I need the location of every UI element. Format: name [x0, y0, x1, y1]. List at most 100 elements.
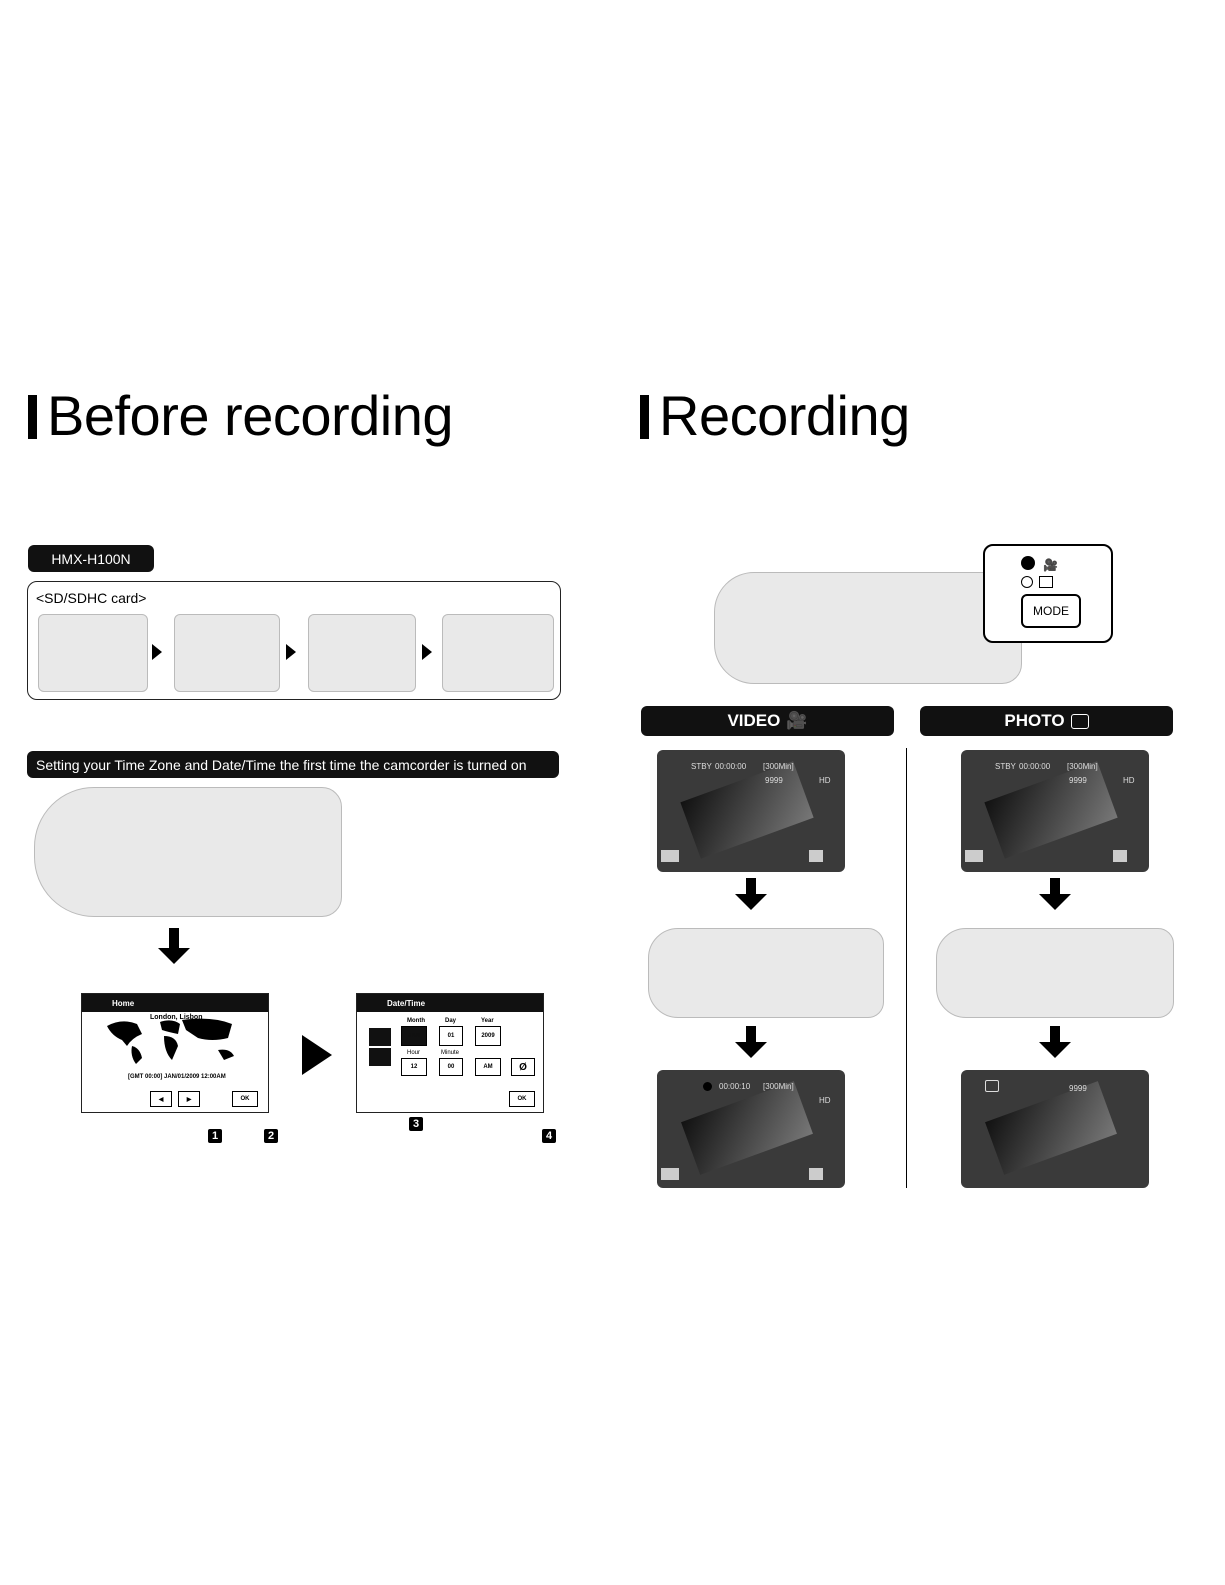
play-icon[interactable]: [965, 850, 983, 862]
year-field[interactable]: 2009: [475, 1026, 501, 1046]
arrow-down-icon: [1039, 878, 1071, 910]
prev-zone-button[interactable]: ◀: [150, 1091, 172, 1107]
label-year: Year: [481, 1018, 494, 1024]
sd-card-label: <SD/SDHC card>: [36, 590, 147, 606]
video-standby-screen: STBY 00:00:00 [300Min] 9999 HD: [657, 750, 845, 872]
photo-standby-screen: STBY 00:00:00 [300Min] 9999 HD: [961, 750, 1149, 872]
sd-card-box: <SD/SDHC card>: [27, 581, 561, 700]
arrow-right-icon: [152, 644, 162, 660]
world-map: [102, 1016, 248, 1066]
mode-panel: 🎥 MODE: [983, 544, 1113, 643]
arrow-down-icon: [1039, 1026, 1071, 1058]
record-dot-icon: [703, 1082, 712, 1091]
home-dialog: Home London, Lisbon [GMT 00:00] JAN/01/2…: [81, 993, 269, 1113]
quality-hd: HD: [1123, 776, 1135, 785]
next-zone-button[interactable]: ▶: [178, 1091, 200, 1107]
status-stby: STBY: [691, 762, 712, 771]
sd-step1-illustration: [38, 614, 148, 692]
datetime-dialog-title: Date/Time: [387, 998, 426, 1008]
model-badge: HMX-H100N: [28, 545, 154, 572]
bird-photo: [985, 1081, 1117, 1175]
timecode: 00:00:00: [715, 762, 747, 771]
title-bar-mark: [28, 395, 37, 439]
down-arrow-button[interactable]: [369, 1048, 391, 1066]
play-icon[interactable]: [661, 850, 679, 862]
home-city: London, Lisbon: [150, 1014, 203, 1021]
label-day: Day: [445, 1018, 457, 1024]
menu-icon[interactable]: [1113, 850, 1127, 862]
month-field[interactable]: JAN: [401, 1026, 427, 1046]
video-recording-screen: 00:00:10 [300Min] HD: [657, 1070, 845, 1188]
before-recording-title: Before recording: [28, 388, 454, 444]
remaining-time: [300Min]: [1067, 762, 1098, 771]
timecode: 00:00:00: [1019, 762, 1051, 771]
title-bar-mark: [640, 395, 649, 439]
sd-step4-illustration: [442, 614, 554, 692]
mode-indicator-off-icon: [1021, 576, 1033, 588]
arrow-right-icon: [302, 1035, 332, 1075]
time-zone-banner: Setting your Time Zone and Date/Time the…: [27, 751, 559, 778]
photo-header: PHOTO: [920, 706, 1173, 736]
home-ok-button[interactable]: OK: [232, 1091, 258, 1107]
arrow-down-icon: [735, 1026, 767, 1058]
camcorder-open-lcd-illustration: [34, 787, 342, 917]
status-stby: STBY: [995, 762, 1016, 771]
hour-field[interactable]: 12: [401, 1058, 427, 1076]
video-header: VIDEO 🎥: [641, 706, 894, 736]
up-arrow-button[interactable]: [369, 1028, 391, 1046]
record-count: 9999: [765, 776, 783, 785]
play-icon[interactable]: [661, 1168, 679, 1180]
bird-photo: [681, 1081, 813, 1175]
arrow-down-icon: [735, 878, 767, 910]
camcorder-shutter-illustration: [936, 928, 1174, 1018]
photo-count: 9999: [1069, 1084, 1087, 1093]
step-badge-3: 3: [409, 1117, 423, 1131]
bird-photo: [984, 761, 1118, 859]
label-minute: Minute: [441, 1050, 460, 1056]
photo-capture-screen: 9999: [961, 1070, 1149, 1188]
arrow-right-icon: [286, 644, 296, 660]
null-button[interactable]: Ø: [511, 1058, 535, 1076]
remaining-time: [300Min]: [763, 762, 794, 771]
step-badge-4: 4: [542, 1129, 556, 1143]
camcorder-mode-illustration: [714, 572, 1022, 684]
datetime-dialog: Date/Time Month Day Year JAN 01 2009 Hou…: [356, 993, 544, 1113]
playback-mode-icon: [1039, 576, 1053, 588]
mode-indicator-lit-icon: [1021, 556, 1035, 570]
recording-title-text: Recording: [659, 384, 910, 447]
recording-title: Recording: [640, 388, 910, 444]
video-camera-icon: 🎥: [786, 711, 808, 730]
home-dialog-title: Home: [112, 998, 135, 1008]
rec-quality: HD: [819, 1096, 831, 1105]
bird-photo: [680, 761, 814, 859]
datetime-ok-button[interactable]: OK: [509, 1091, 535, 1107]
day-field[interactable]: 01: [439, 1026, 463, 1046]
datetime-dialog-titlebar: Date/Time: [357, 994, 543, 1012]
sd-step2-illustration: [174, 614, 280, 692]
before-recording-title-text: Before recording: [47, 384, 454, 447]
label-month: Month: [407, 1018, 425, 1024]
mode-button[interactable]: MODE: [1021, 594, 1081, 628]
photo-camera-icon: [1070, 713, 1089, 729]
minute-field[interactable]: 00: [439, 1058, 463, 1076]
step-badge-1: 1: [208, 1129, 222, 1143]
rec-remaining: [300Min]: [763, 1082, 794, 1091]
model-badge-text: HMX-H100N: [51, 550, 131, 567]
video-header-text: VIDEO: [727, 711, 781, 730]
menu-icon[interactable]: [809, 850, 823, 862]
menu-icon[interactable]: [809, 1168, 823, 1180]
camcorder-record-illustration: [648, 928, 884, 1018]
column-divider: [906, 748, 907, 1188]
step-badge-2: 2: [264, 1129, 278, 1143]
label-hour: Hour: [407, 1050, 421, 1056]
quality-hd: HD: [819, 776, 831, 785]
time-zone-banner-text: Setting your Time Zone and Date/Time the…: [36, 756, 527, 773]
video-mode-icon: 🎥: [1043, 558, 1058, 572]
arrow-right-icon: [422, 644, 432, 660]
home-dialog-titlebar: Home: [82, 994, 268, 1012]
sd-step3-illustration: [308, 614, 416, 692]
arrow-down-icon: [158, 928, 190, 964]
ampm-field[interactable]: AM: [475, 1058, 501, 1076]
rec-timecode: 00:00:10: [719, 1082, 751, 1091]
photo-header-text: PHOTO: [1004, 711, 1065, 730]
